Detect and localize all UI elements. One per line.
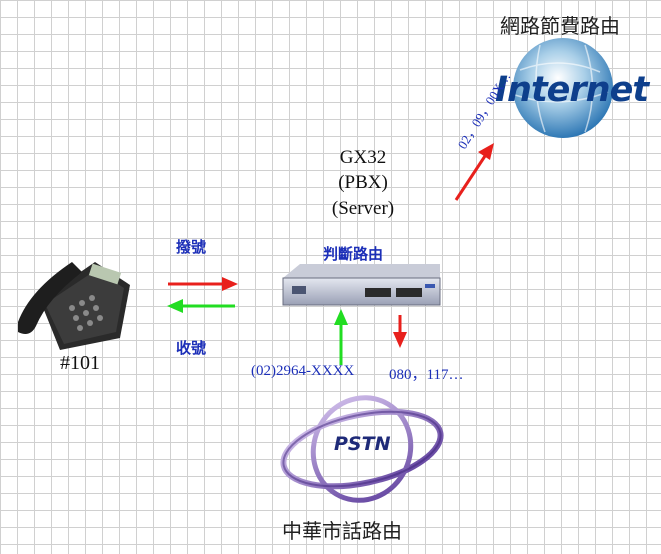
arrow-receive-green <box>167 299 235 313</box>
pbx-device-icon <box>282 264 441 306</box>
server-name-line1: GX32 <box>339 147 387 168</box>
pstn-logo-text: PSTN <box>334 433 391 455</box>
internet-logo-text: Internet <box>495 70 649 110</box>
outbound-prefixes-label: 080，117… <box>389 367 464 383</box>
internet-globe-icon <box>513 38 613 138</box>
internet-routing-label: 網路節費路由 <box>500 14 620 38</box>
server-name-line2: (PBX) <box>338 172 388 193</box>
arrow-outbound-red <box>393 315 407 348</box>
telephone-icon <box>18 262 130 350</box>
route-decision-label: 判斷路由 <box>323 245 384 263</box>
dial-label: 撥號 <box>176 238 207 256</box>
server-name-line3: (Server) <box>331 198 395 219</box>
extension-label: #101 <box>60 352 100 374</box>
arrow-inbound-green <box>334 309 348 365</box>
arrow-dial-red <box>168 277 238 291</box>
receive-label: 收號 <box>176 339 207 357</box>
inbound-number-label: (02)2964-XXXX <box>251 363 355 379</box>
arrow-internet-red <box>454 143 494 201</box>
pstn-routing-label: 中華市話路由 <box>282 519 402 543</box>
pstn-logo-icon <box>280 395 444 503</box>
